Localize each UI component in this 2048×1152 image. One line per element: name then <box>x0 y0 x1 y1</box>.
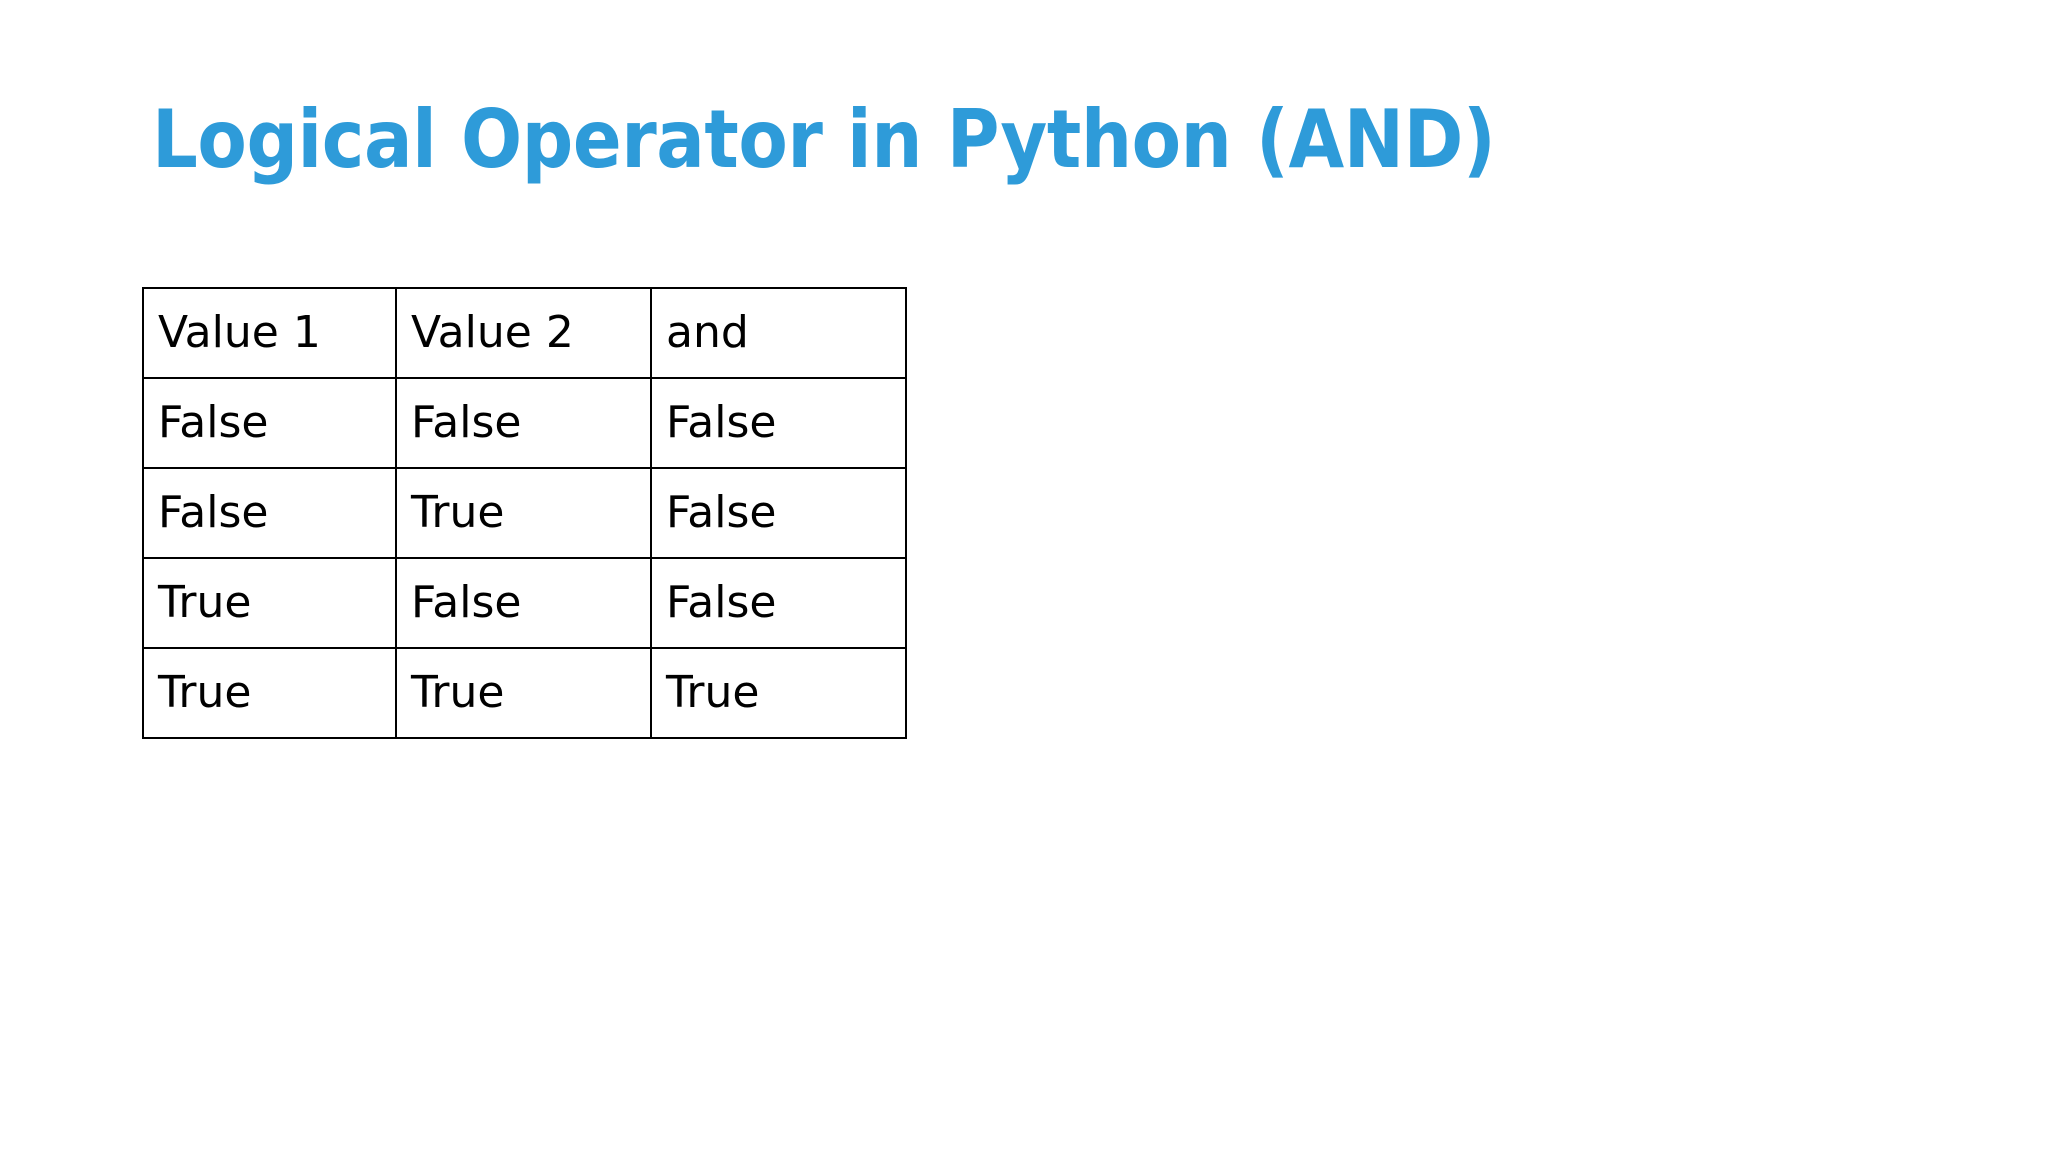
cell-value2: True <box>395 647 652 739</box>
cell-value1: False <box>142 377 397 469</box>
cell-result: False <box>650 377 907 469</box>
table-header-value2: Value 2 <box>395 287 652 379</box>
cell-value1: False <box>142 467 397 559</box>
table-row: False True False <box>142 467 907 559</box>
cell-result: False <box>650 557 907 649</box>
cell-value2: False <box>395 557 652 649</box>
table-row: True False False <box>142 557 907 649</box>
truth-table-and: Value 1 Value 2 and False False False Fa… <box>142 287 907 739</box>
table-row: True True True <box>142 647 907 739</box>
cell-value2: True <box>395 467 652 559</box>
table-header-value1: Value 1 <box>142 287 397 379</box>
table-header-row: Value 1 Value 2 and <box>142 287 907 379</box>
cell-result: False <box>650 467 907 559</box>
cell-value2: False <box>395 377 652 469</box>
cell-value1: True <box>142 647 397 739</box>
cell-value1: True <box>142 557 397 649</box>
table-row: False False False <box>142 377 907 469</box>
page-title: Logical Operator in Python (AND) <box>152 92 1496 186</box>
cell-result: True <box>650 647 907 739</box>
table-header-operator: and <box>650 287 907 379</box>
